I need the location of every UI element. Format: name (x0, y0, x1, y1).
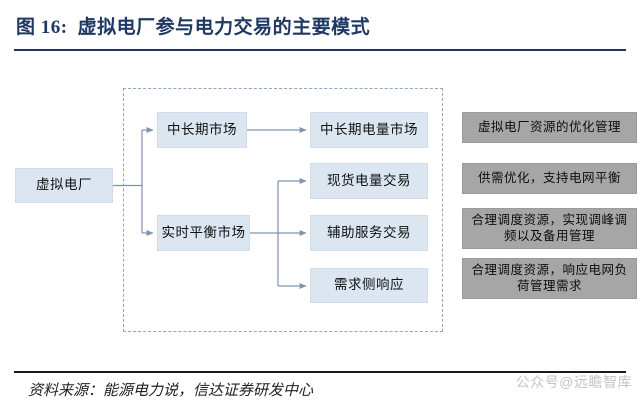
node-medium-long-term-market[interactable]: 中长期市场 (157, 112, 247, 148)
note-peak-frequency-regulation: 合理调度资源，实现调峰调频以及备用管理 (462, 208, 637, 249)
header-divider (14, 49, 626, 51)
note-grid-load-management: 合理调度资源，响应电网负荷管理需求 (462, 258, 637, 299)
page-title: 虚拟电厂参与电力交易的主要模式 (77, 17, 371, 38)
node-ancillary-services-trading[interactable]: 辅助服务交易 (310, 215, 428, 251)
figure-number: 图 16: (16, 17, 68, 38)
note-supply-demand-optimization: 供需优化，支持电网平衡 (462, 163, 637, 194)
node-demand-side-response[interactable]: 需求侧响应 (310, 268, 428, 303)
node-spot-energy-trading[interactable]: 现货电量交易 (310, 163, 428, 199)
node-realtime-balancing-market[interactable]: 实时平衡市场 (157, 215, 250, 251)
source-note: 资料来源：能源电力说，信达证券研发中心 (28, 383, 314, 399)
watermark-label: 公众号@远瞻智库 (515, 374, 632, 390)
node-medium-long-term-energy-market[interactable]: 中长期电量市场 (310, 112, 428, 148)
market-group-dashed-boundary (123, 88, 443, 332)
diagram-canvas: 虚拟电厂 中长期市场 实时平衡市场 中长期电量市场 现货电量交易 辅助服务交易 … (0, 55, 640, 367)
note-resource-optimization: 虚拟电厂资源的优化管理 (462, 112, 637, 143)
figure-title: 图 16: 虚拟电厂参与电力交易的主要模式 (16, 12, 370, 39)
node-virtual-power-plant[interactable]: 虚拟电厂 (15, 168, 113, 203)
footer-divider (14, 371, 626, 373)
